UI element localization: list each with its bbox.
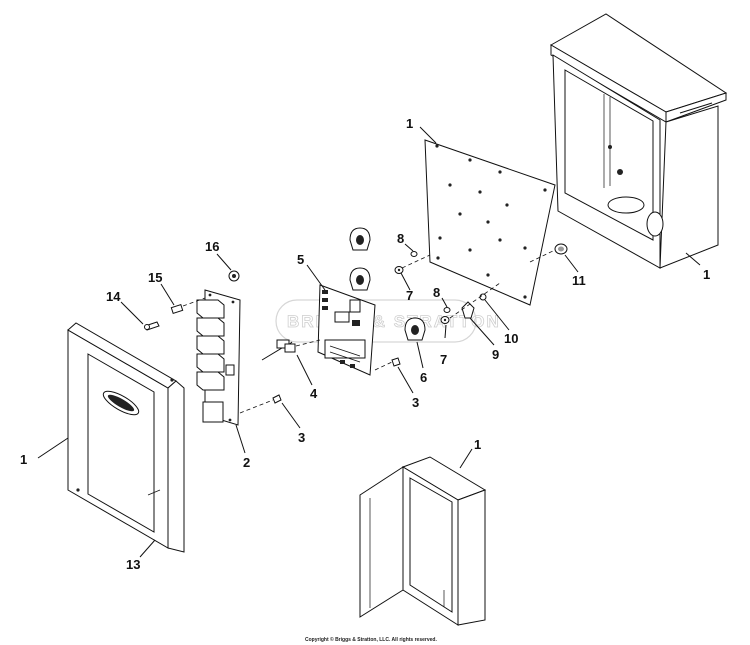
- callout-4: 4: [310, 386, 318, 401]
- enclosure-large: [549, 13, 728, 269]
- hardware-cluster: [394, 243, 568, 324]
- callouts: 1 1 1 1 2 3 3 4 5 6 7 7 8 8 9 10 11 13 1…: [20, 116, 710, 572]
- front-door: [67, 322, 185, 553]
- callout-2: 2: [243, 455, 250, 470]
- briggs-logo-icon: [102, 390, 140, 416]
- callout-9: 9: [492, 347, 499, 362]
- callout-3-right: 3: [412, 395, 419, 410]
- callout-8-lower: 8: [433, 285, 440, 300]
- control-board: [317, 284, 401, 376]
- leader-lines: [37, 126, 701, 558]
- fasteners-left: [144, 270, 240, 331]
- callout-1-enclosure-large: 1: [703, 267, 710, 282]
- callout-6: 6: [420, 370, 427, 385]
- callout-14: 14: [106, 289, 121, 304]
- enclosure-small: [359, 456, 487, 626]
- callout-3-left: 3: [298, 430, 305, 445]
- wire-harness: [261, 339, 321, 361]
- callout-13: 13: [126, 557, 140, 572]
- callout-1-enclosure-small: 1: [474, 437, 481, 452]
- callout-16: 16: [205, 239, 219, 254]
- callout-10: 10: [504, 331, 518, 346]
- callout-11: 11: [572, 273, 586, 288]
- callout-5: 5: [297, 252, 304, 267]
- callout-7-lower: 7: [440, 352, 447, 367]
- cable-clamps: [349, 227, 426, 341]
- callout-1-back-panel: 1: [406, 116, 413, 131]
- callout-7-upper: 7: [406, 288, 413, 303]
- copyright-text: Copyright © Briggs & Stratton, LLC. All …: [305, 636, 437, 643]
- callout-8-upper: 8: [397, 231, 404, 246]
- back-panel: [424, 139, 556, 306]
- breaker-module: [196, 289, 282, 426]
- callout-15: 15: [148, 270, 162, 285]
- callout-1-door: 1: [20, 452, 27, 467]
